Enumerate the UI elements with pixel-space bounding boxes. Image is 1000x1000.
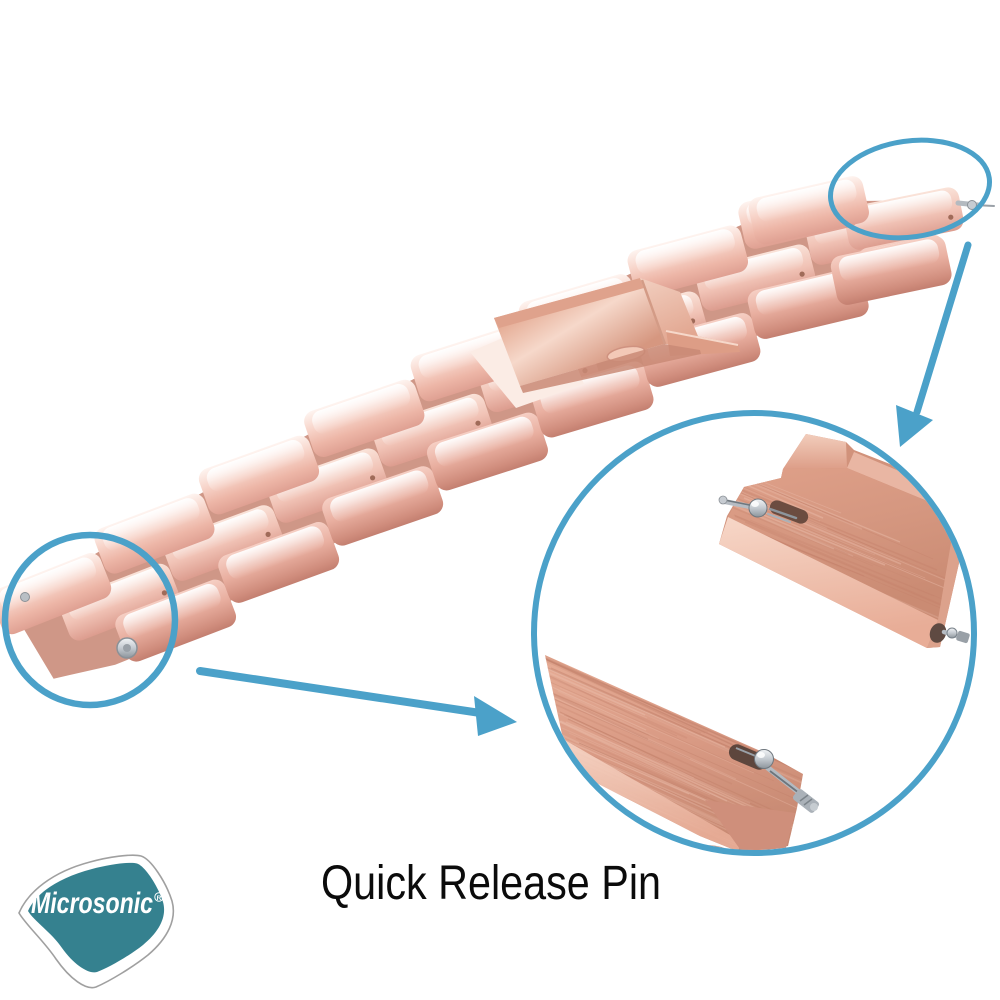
svg-text:Microsonic: Microsonic bbox=[31, 887, 153, 920]
svg-text:R: R bbox=[157, 895, 162, 902]
svg-text:Quick Release Pin: Quick Release Pin bbox=[321, 856, 661, 910]
